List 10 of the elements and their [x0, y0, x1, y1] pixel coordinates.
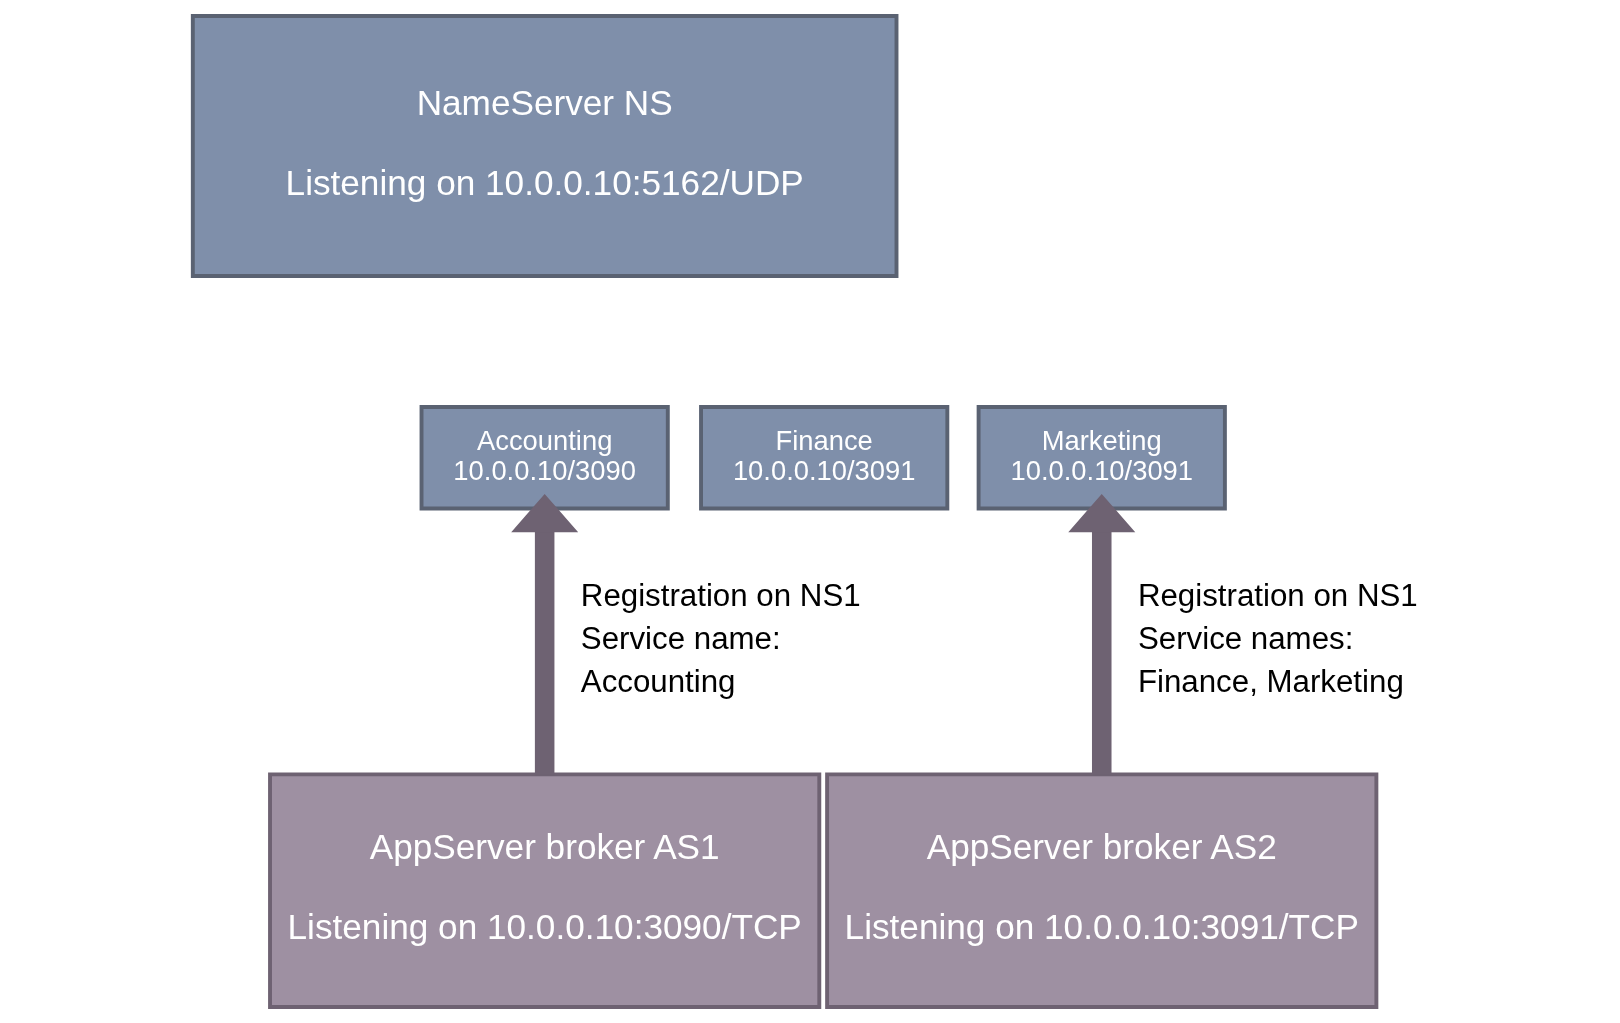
edge-label: Registration on NS1 Service name: Accounting [580, 577, 861, 699]
arrow [510, 493, 578, 775]
node-box: Accounting 10.0.0.10/3090 [419, 404, 670, 511]
edge-label: Registration on NS1 Service names: Finance, Marketing [1137, 577, 1418, 699]
node-box: AppServer broker AS1 Listening on 10.0.0.10:3090/TCP [267, 772, 821, 1009]
arrow [1067, 493, 1135, 775]
node-box: AppServer broker AS2 Listening on 10.0.0.10:3091/TCP [824, 772, 1378, 1009]
node-box: Finance 10.0.0.10/3091 [698, 404, 949, 511]
node-box: NameServer NS Listening on 10.0.0.10:5162/UDP [190, 14, 898, 278]
node-box: Marketing 10.0.0.10/3091 [976, 404, 1227, 511]
